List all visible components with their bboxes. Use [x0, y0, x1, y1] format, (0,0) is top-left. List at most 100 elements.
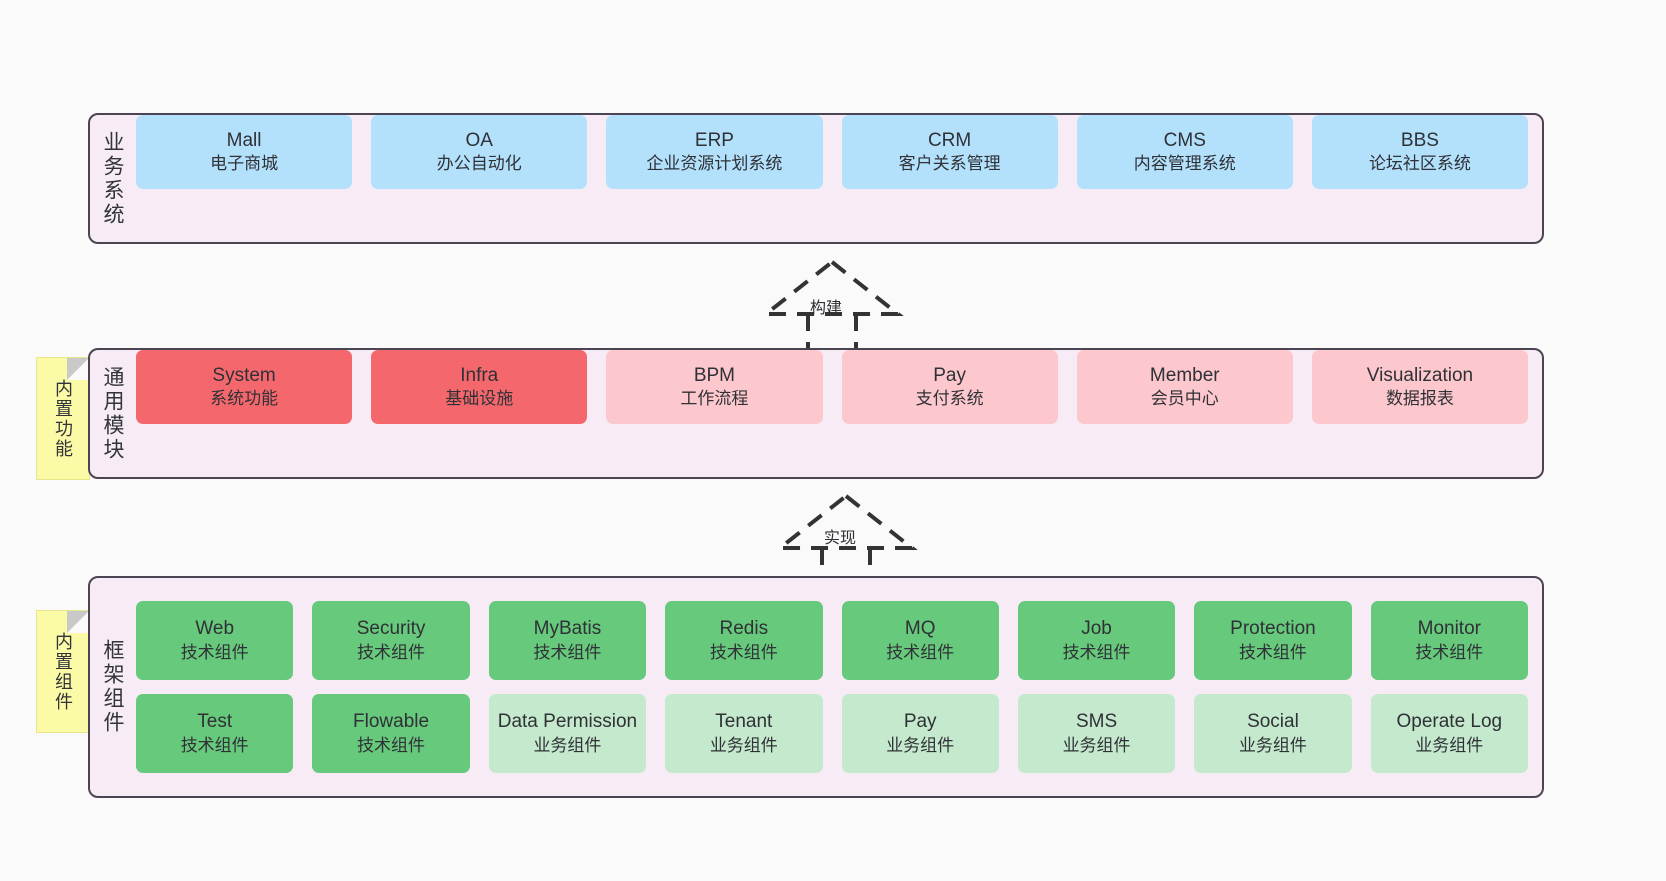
module-subtitle: 企业资源计划系统 — [646, 154, 783, 174]
module-name: Visualization — [1366, 364, 1474, 386]
layer-body-business: Mall 电子商城 OA 办公自动化 ERP 企业资源计划系统 CRM 客户关系… — [134, 115, 1542, 189]
connector-label-implement: 实现 — [824, 530, 857, 547]
module-subtitle: 业务组件 — [533, 735, 602, 755]
module-name: Tenant — [715, 711, 773, 733]
module-card-pay-business[interactable]: Pay 业务组件 — [841, 694, 999, 773]
module-name: Redis — [719, 618, 769, 640]
module-card-oa[interactable]: OA 办公自动化 — [371, 115, 588, 189]
module-name: Social — [1247, 711, 1299, 733]
module-subtitle: 技术组件 — [357, 735, 426, 755]
module-subtitle: 业务组件 — [886, 735, 955, 755]
module-name: MyBatis — [533, 618, 602, 640]
sticky-note-builtin-features: 内置功能 — [36, 357, 90, 480]
sticky-note-text: 内置组件 — [53, 631, 73, 712]
module-name: Mall — [226, 129, 262, 151]
module-card-bpm[interactable]: BPM 工作流程 — [606, 350, 823, 424]
module-card-bbs[interactable]: BBS 论坛社区系统 — [1311, 115, 1529, 189]
module-card-erp[interactable]: ERP 企业资源计划系统 — [606, 115, 823, 189]
module-subtitle: 技术组件 — [709, 642, 778, 662]
module-name: System — [212, 364, 276, 386]
layer-business-systems: 业务系统 Mall 电子商城 OA 办公自动化 ERP 企业资源计划系统 CRM… — [88, 113, 1544, 244]
module-card-crm[interactable]: CRM 客户关系管理 — [841, 115, 1058, 189]
layer-label-common: 通用模块 — [101, 365, 124, 462]
layer-row: Mall 电子商城 OA 办公自动化 ERP 企业资源计划系统 CRM 客户关系… — [136, 115, 1529, 189]
module-card-monitor[interactable]: Monitor 技术组件 — [1370, 601, 1528, 680]
module-card-mybatis[interactable]: MyBatis 技术组件 — [488, 601, 647, 680]
module-subtitle: 技术组件 — [357, 642, 426, 662]
connector-shaft — [806, 314, 858, 348]
module-name: Operate Log — [1396, 711, 1503, 733]
connector-label-build: 构建 — [810, 300, 843, 317]
module-subtitle: 技术组件 — [533, 642, 602, 662]
module-card-social[interactable]: Social 业务组件 — [1194, 694, 1352, 773]
module-subtitle: 技术组件 — [1238, 642, 1307, 662]
module-name: Protection — [1230, 618, 1316, 640]
sticky-note-builtin-components: 内置组件 — [36, 610, 90, 733]
module-subtitle: 业务组件 — [1415, 735, 1484, 755]
module-subtitle: 工作流程 — [680, 389, 749, 409]
layer-row: Test 技术组件 Flowable 技术组件 Data Permission … — [136, 694, 1528, 773]
module-name: Security — [356, 618, 426, 640]
generalization-arrowhead — [760, 259, 904, 316]
module-name: BBS — [1400, 129, 1439, 151]
module-card-sms[interactable]: SMS 业务组件 — [1017, 694, 1176, 773]
module-name: SMS — [1075, 711, 1118, 733]
module-name: Web — [195, 618, 235, 640]
module-card-visualization[interactable]: Visualization 数据报表 — [1311, 350, 1529, 424]
module-subtitle: 电子商城 — [210, 154, 279, 174]
module-subtitle: 业务组件 — [709, 735, 778, 755]
module-card-data-permission[interactable]: Data Permission 业务组件 — [488, 694, 647, 773]
module-card-job[interactable]: Job 技术组件 — [1017, 601, 1176, 680]
connector-build-arrow — [760, 259, 904, 348]
module-name: Member — [1149, 364, 1220, 386]
module-subtitle: 会员中心 — [1150, 389, 1219, 409]
module-subtitle: 办公自动化 — [436, 154, 522, 174]
module-subtitle: 内容管理系统 — [1133, 154, 1236, 174]
layer-body-common: System 系统功能 Infra 基础设施 BPM 工作流程 Pay 支付系统… — [134, 350, 1542, 424]
module-subtitle: 技术组件 — [180, 735, 249, 755]
module-card-pay[interactable]: Pay 支付系统 — [841, 350, 1058, 424]
module-name: ERP — [694, 129, 734, 151]
module-card-redis[interactable]: Redis 技术组件 — [665, 601, 823, 680]
module-subtitle: 业务组件 — [1062, 735, 1131, 755]
layer-label-business: 业务系统 — [101, 130, 124, 227]
module-card-tenant[interactable]: Tenant 业务组件 — [665, 694, 823, 773]
module-card-mq[interactable]: MQ 技术组件 — [841, 601, 999, 680]
module-subtitle: 业务组件 — [1238, 735, 1307, 755]
layer-common-modules: 通用模块 System 系统功能 Infra 基础设施 BPM 工作流程 Pay… — [88, 348, 1544, 479]
module-card-flowable[interactable]: Flowable 技术组件 — [312, 694, 470, 773]
module-subtitle: 客户关系管理 — [898, 154, 1001, 174]
layer-body-framework: Web 技术组件 Security 技术组件 MyBatis 技术组件 Redi… — [134, 578, 1542, 796]
module-subtitle: 基础设施 — [445, 389, 514, 409]
module-name: Monitor — [1417, 618, 1481, 640]
sticky-note-text: 内置功能 — [53, 378, 73, 459]
module-subtitle: 系统功能 — [210, 389, 279, 409]
module-subtitle: 技术组件 — [1415, 642, 1484, 662]
module-name: OA — [465, 129, 493, 151]
module-subtitle: 支付系统 — [915, 389, 984, 409]
module-name: Pay — [933, 364, 966, 386]
module-name: Data Permission — [497, 711, 638, 733]
module-card-member[interactable]: Member 会员中心 — [1076, 350, 1293, 424]
module-name: Job — [1081, 618, 1112, 640]
module-card-infra[interactable]: Infra 基础设施 — [371, 350, 588, 424]
module-subtitle: 技术组件 — [180, 642, 249, 662]
module-subtitle: 数据报表 — [1385, 389, 1454, 409]
module-card-mall[interactable]: Mall 电子商城 — [136, 115, 353, 189]
module-card-operate-log[interactable]: Operate Log 业务组件 — [1370, 694, 1528, 773]
module-card-cms[interactable]: CMS 内容管理系统 — [1076, 115, 1293, 189]
module-subtitle: 技术组件 — [1062, 642, 1131, 662]
module-name: CRM — [927, 129, 972, 151]
module-card-web[interactable]: Web 技术组件 — [136, 601, 294, 680]
module-subtitle: 论坛社区系统 — [1368, 154, 1471, 174]
module-card-test[interactable]: Test 技术组件 — [136, 694, 294, 773]
module-name: CMS — [1163, 129, 1206, 151]
module-name: Flowable — [353, 711, 430, 733]
module-card-protection[interactable]: Protection 技术组件 — [1194, 601, 1352, 680]
layer-label-framework: 框架组件 — [101, 639, 124, 735]
module-name: Pay — [903, 711, 937, 733]
module-name: Test — [197, 711, 233, 733]
module-card-security[interactable]: Security 技术组件 — [312, 601, 470, 680]
generalization-arrowhead — [774, 493, 918, 550]
module-card-system[interactable]: System 系统功能 — [136, 350, 353, 424]
